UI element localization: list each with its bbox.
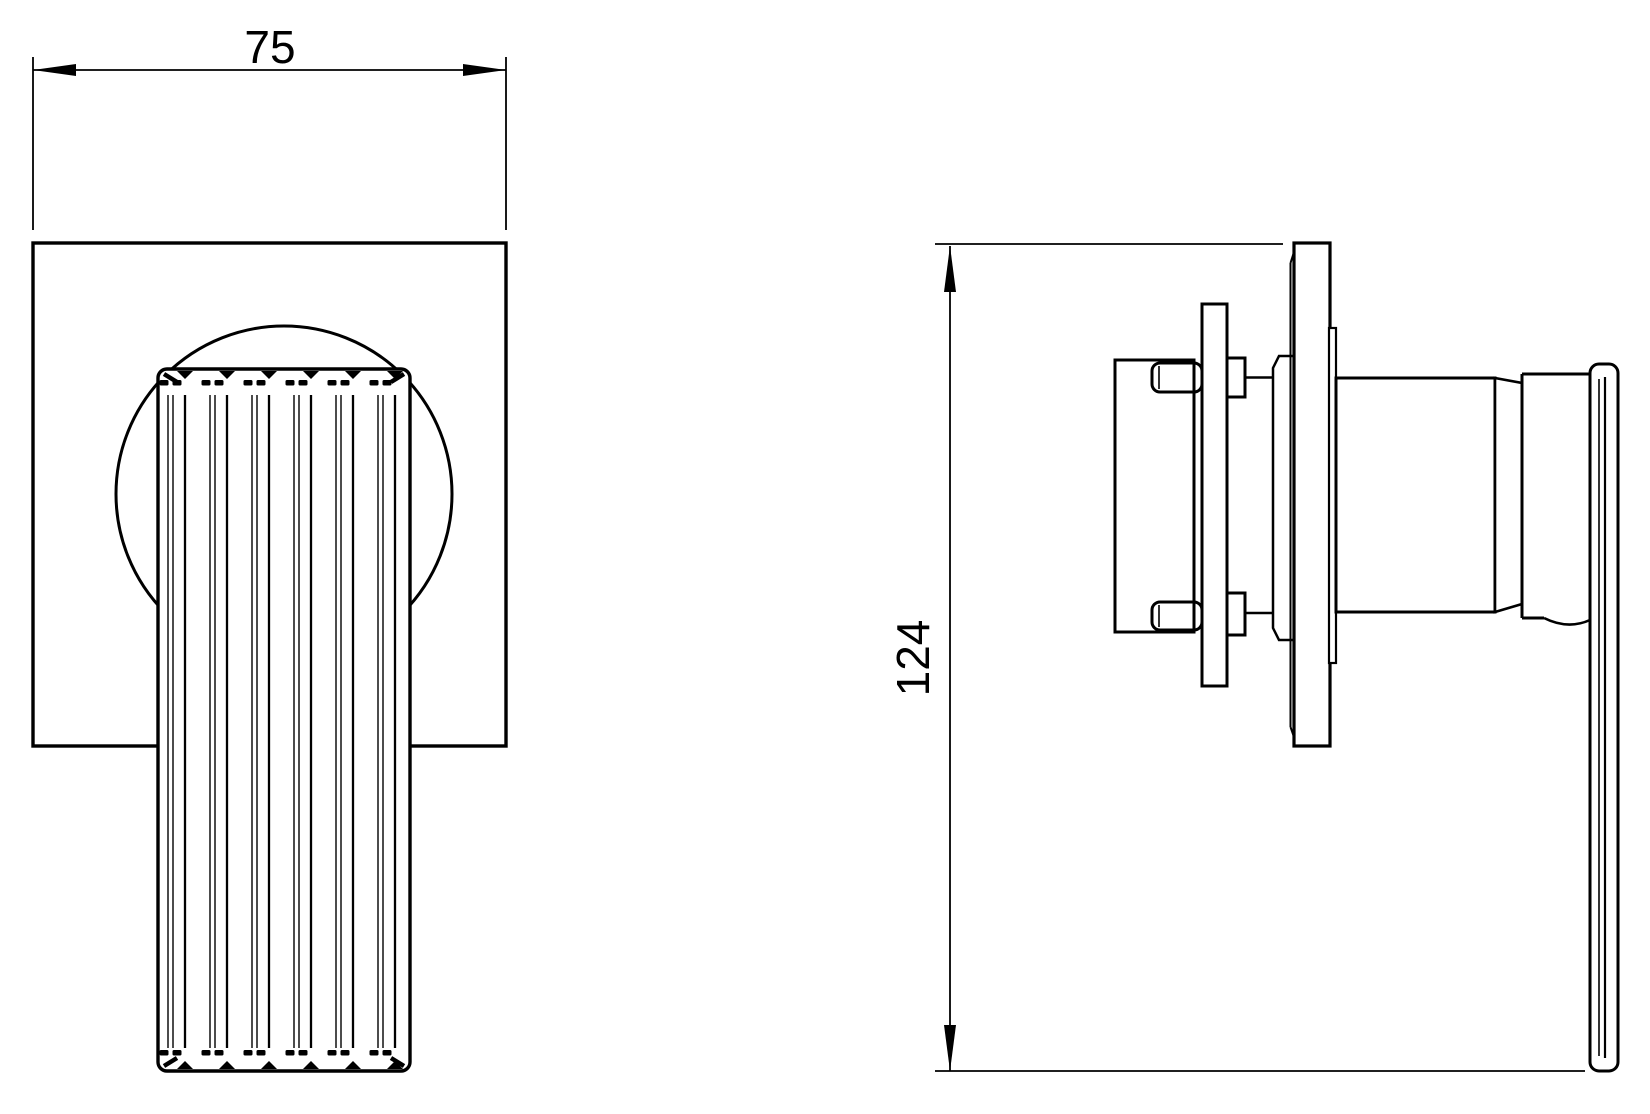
side-height-dimension: 124 — [887, 243, 1585, 1072]
chevron-mark — [345, 1061, 361, 1069]
dash-mark — [256, 380, 266, 386]
side-height-dimension-label: 124 — [887, 620, 939, 697]
arrowhead-up — [944, 246, 956, 292]
arrowhead-right — [463, 64, 506, 76]
chevron-mark — [177, 371, 193, 379]
chevron-mark — [219, 1061, 235, 1069]
front-width-dimension: 75 — [32, 21, 507, 230]
dash-mark — [201, 1050, 211, 1056]
dash-mark — [340, 380, 350, 386]
chevron-mark — [219, 371, 235, 379]
side-lever-blade — [1588, 362, 1620, 1073]
chevron-mark — [177, 1061, 193, 1069]
dash-mark — [243, 380, 253, 386]
front-view — [31, 241, 508, 1073]
dash-mark — [298, 380, 308, 386]
handle-flutes — [167, 395, 397, 1048]
chevron-mark — [387, 371, 403, 379]
dash-mark — [340, 1050, 350, 1056]
side-carrier-bar — [1200, 302, 1229, 688]
dash-mark — [159, 1050, 169, 1056]
chevron-mark — [303, 1061, 319, 1069]
dash-mark — [159, 380, 169, 386]
handle-serrations-bottom — [159, 1050, 403, 1069]
handle-serrations-top — [159, 371, 403, 386]
dash-mark — [369, 380, 379, 386]
side-nut-block-bottom — [1225, 591, 1247, 637]
dash-mark — [285, 1050, 295, 1056]
dash-mark — [369, 1050, 379, 1056]
arrowhead-down — [944, 1025, 956, 1071]
dash-mark — [201, 380, 211, 386]
chevron-mark — [261, 371, 277, 379]
dash-mark — [382, 1050, 392, 1056]
side-escutcheon-plate — [1289, 241, 1332, 748]
front-width-dimension-label: 75 — [244, 21, 295, 73]
dash-mark — [382, 380, 392, 386]
side-valve-body — [1113, 358, 1196, 634]
side-stem-neck — [1493, 376, 1524, 614]
dash-mark — [172, 1050, 182, 1056]
dash-mark — [256, 1050, 266, 1056]
dash-mark — [285, 380, 295, 386]
side-view — [1113, 241, 1620, 1073]
chevron-mark — [303, 371, 319, 379]
side-nut-block-top — [1225, 356, 1247, 399]
side-stem-sleeve — [1334, 376, 1497, 614]
chevron-mark — [345, 371, 361, 379]
dash-mark — [214, 1050, 224, 1056]
side-handle-hub — [1520, 372, 1591, 626]
dash-mark — [327, 380, 337, 386]
dash-mark — [243, 1050, 253, 1056]
chevron-mark — [387, 1061, 403, 1069]
front-handle-body — [156, 367, 412, 1073]
dash-mark — [214, 380, 224, 386]
handle-corner-ticks — [162, 372, 406, 1068]
chevron-mark — [261, 1061, 277, 1069]
dash-mark — [298, 1050, 308, 1056]
dash-mark — [327, 1050, 337, 1056]
arrowhead-left — [33, 64, 76, 76]
